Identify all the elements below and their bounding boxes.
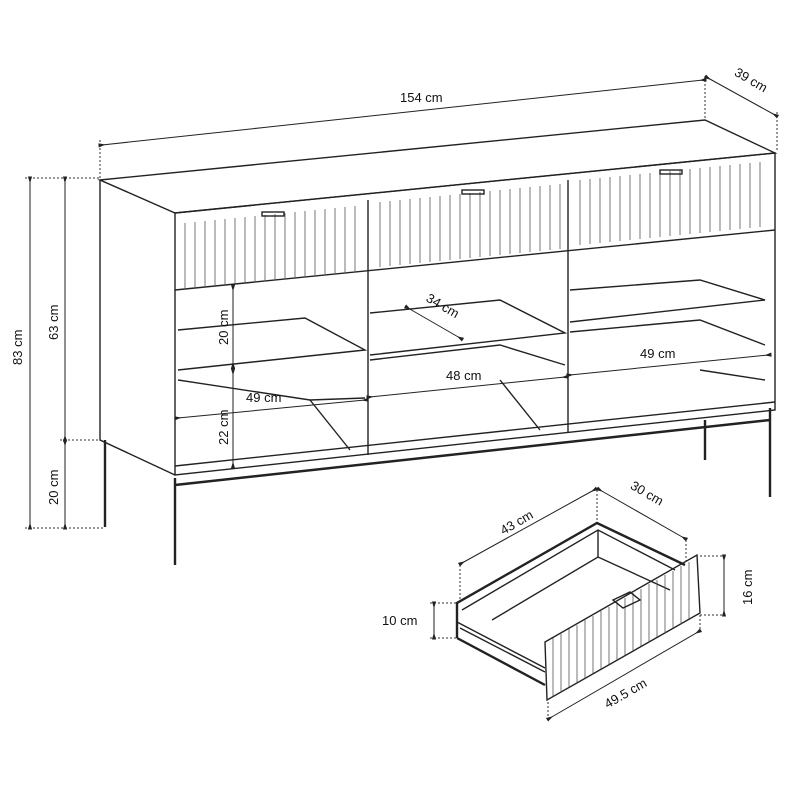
leg-height-label: 20 cm — [46, 470, 61, 505]
drawer-runner — [456, 621, 546, 673]
shelves — [177, 279, 766, 451]
drawer-flutes — [184, 162, 761, 288]
total-height-label: 83 cm — [10, 330, 25, 365]
right-width-label: 49 cm — [640, 346, 675, 361]
drawer-handle-middle — [461, 189, 485, 195]
dimension-lines: 154 cm 39 cm 83 cm 63 cm 20 cm 20 cm 22 … — [10, 65, 780, 530]
drawer-front-width-label: 49.5 cm — [602, 675, 650, 711]
depth-label: 39 cm — [732, 65, 770, 96]
shelf-gap-upper-label: 20 cm — [216, 310, 231, 345]
cabinet — [97, 119, 778, 565]
drawer-handle — [611, 591, 642, 609]
width-label: 154 cm — [400, 90, 443, 105]
shelf-gap-lower-label: 22 cm — [216, 410, 231, 445]
drawer-handle-right — [659, 169, 683, 175]
drawer-width-label: 30 cm — [628, 478, 666, 509]
cabinet-front — [174, 152, 776, 476]
drawer — [455, 521, 701, 702]
legs — [103, 408, 772, 565]
drawer-front-height-label: 16 cm — [740, 570, 755, 605]
drawer-handle-left — [261, 211, 285, 217]
left-width-label: 49 cm — [246, 390, 281, 405]
shelf-depth-label: 34 cm — [424, 290, 462, 321]
middle-width-label: 48 cm — [446, 368, 481, 383]
drawer-side-height-label: 10 cm — [382, 613, 417, 628]
drawer-front — [544, 553, 701, 702]
body-height-label: 63 cm — [46, 305, 61, 340]
